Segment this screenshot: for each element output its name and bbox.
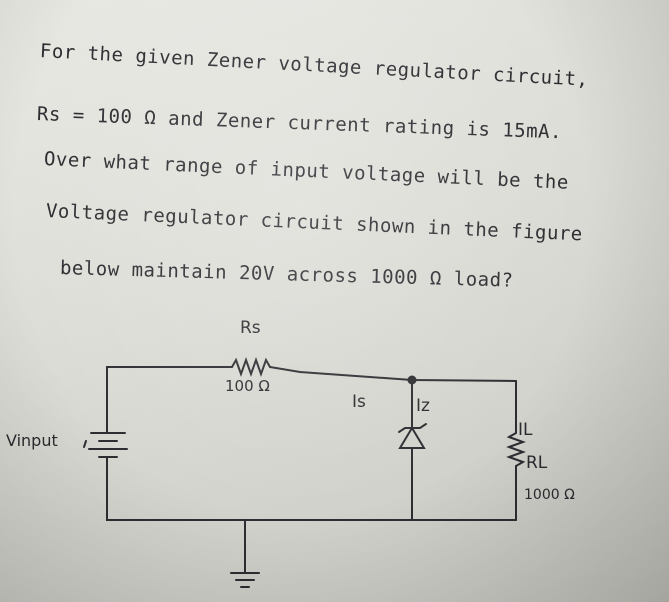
battery-symbol <box>83 432 128 467</box>
wire-bottom <box>106 465 517 521</box>
rs-value: 100 Ω <box>225 377 270 395</box>
resistor-rs-symbol <box>231 357 271 377</box>
rl-value: 1000 Ω <box>524 487 575 503</box>
zener-diode-symbol <box>398 423 427 521</box>
wire-top-right <box>269 366 517 382</box>
il-label: IL <box>518 420 533 440</box>
rs-label: Rs <box>240 318 261 338</box>
is-label: Is <box>352 392 366 412</box>
vin-label: Vinput <box>6 431 58 450</box>
resistor-rl-symbol <box>506 432 526 467</box>
rl-label: RL <box>526 453 548 473</box>
iz-label: Iz <box>416 396 430 416</box>
ground-symbol <box>230 519 260 588</box>
wire-top-left <box>106 366 233 434</box>
